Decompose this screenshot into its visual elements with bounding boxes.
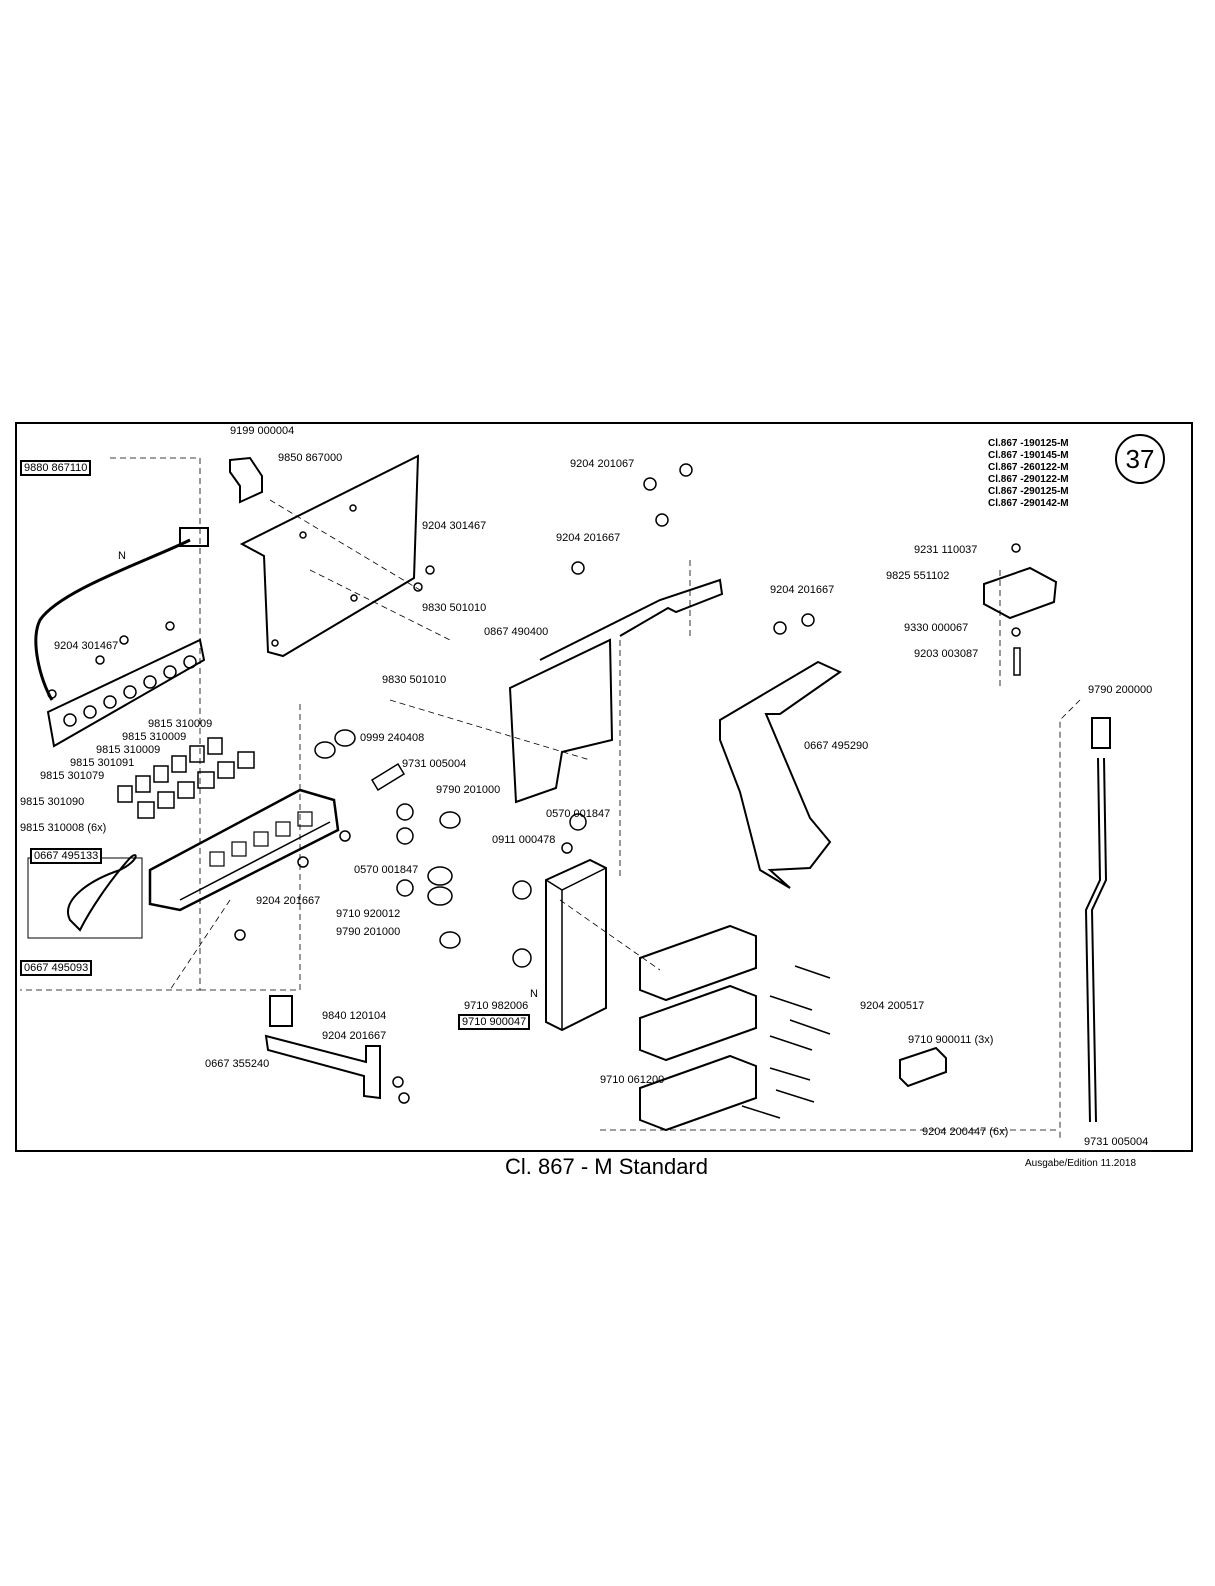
part-label: 9231 110037 xyxy=(914,544,978,556)
part-label: 9710 061200 xyxy=(600,1074,665,1086)
main-bracket xyxy=(508,578,724,804)
part-label: 0911 000478 xyxy=(492,834,556,846)
part-label: 9330 000067 xyxy=(904,622,969,634)
page-number-badge: 37 xyxy=(1115,434,1165,484)
control-panel-plate xyxy=(239,454,420,658)
part-label: 0867 490400 xyxy=(484,626,549,638)
variant-item: Cl.867 -290125-M xyxy=(988,486,1069,497)
variant-item: Cl.867 -290142-M xyxy=(988,498,1069,509)
variant-item: Cl.867 -260122-M xyxy=(988,462,1069,473)
part-label: 0570 001847 xyxy=(546,808,611,820)
part-label: 9790 201000 xyxy=(436,784,501,796)
variant-item: Cl.867 -190125-M xyxy=(988,438,1069,449)
part-label: 9830 501010 xyxy=(422,602,487,614)
holder-part xyxy=(229,456,263,504)
power-connector xyxy=(983,566,1058,620)
part-label: 0570 001847 xyxy=(354,864,419,876)
part-label: 9204 200517 xyxy=(860,1000,925,1012)
long-screws xyxy=(741,965,831,1119)
part-label: 9204 201667 xyxy=(256,895,321,907)
part-label: 9204 200447 (6x) xyxy=(922,1126,1009,1138)
panel-housing xyxy=(148,788,340,912)
part-label: 9204 301467 xyxy=(54,640,119,652)
part-label: 9203 003087 xyxy=(914,648,979,660)
part-label: N xyxy=(530,988,538,1000)
screws xyxy=(47,565,435,941)
part-label: 9815 310009 xyxy=(122,731,187,743)
part-label: 9815 310009 xyxy=(96,744,161,756)
variant-list: Cl.867 -190125-M Cl.867 -190145-M Cl.867… xyxy=(988,438,1069,510)
part-label: 9790 200000 xyxy=(1088,684,1153,696)
part-label: 9731 005004 xyxy=(1084,1136,1149,1148)
part-label: 9815 310009 xyxy=(148,718,213,730)
part-label: 0999 240408 xyxy=(360,732,425,744)
pcb-components xyxy=(63,655,197,727)
variant-item: Cl.867 -190145-M xyxy=(988,450,1069,461)
cable-n xyxy=(34,538,191,701)
part-label: 9840 120104 xyxy=(322,1010,387,1022)
fittings xyxy=(314,729,587,968)
pcb-strip xyxy=(46,638,206,748)
part-label: 0667 355240 xyxy=(205,1058,270,1070)
part-label: 9815 301090 xyxy=(20,796,85,808)
foot-bracket xyxy=(719,660,843,889)
part-label: 9199 000004 xyxy=(230,425,295,437)
drawing-frame xyxy=(15,422,1193,1152)
sensor-bracket xyxy=(264,1034,381,1100)
part-label: 9815 301091 xyxy=(70,757,135,769)
part-label: 9204 201667 xyxy=(322,1030,387,1042)
part-label: 9204 201667 xyxy=(556,532,621,544)
part-label: 9710 982006 xyxy=(464,1000,529,1012)
part-label: 9850 867000 xyxy=(278,452,343,464)
variant-item: Cl.867 -290122-M xyxy=(988,474,1069,485)
part-label: 9731 005004 xyxy=(402,758,467,770)
part-label: N xyxy=(118,550,126,562)
part-label: 9710 900011 (3x) xyxy=(908,1034,994,1046)
valve-block xyxy=(545,858,607,1032)
part-label-boxed: 0667 495133 xyxy=(30,848,103,864)
part-label-boxed: 9710 900047 xyxy=(458,1014,531,1030)
small-holder xyxy=(899,1046,947,1088)
part-label: 9710 920012 xyxy=(336,908,401,920)
part-label-boxed: 9880 867110 xyxy=(20,460,92,476)
part-label: 9204 201667 xyxy=(770,584,835,596)
part-label-boxed: 0667 495093 xyxy=(20,960,93,976)
part-label: 9790 201000 xyxy=(336,926,401,938)
part-label: 0667 495290 xyxy=(804,740,869,752)
edition-label: Ausgabe/Edition 11.2018 xyxy=(1025,1158,1137,1169)
tool-clip xyxy=(67,854,137,932)
key-caps xyxy=(117,737,255,819)
part-label: 9815 301079 xyxy=(40,770,105,782)
part-label: 9825 551102 xyxy=(886,570,950,582)
top-screws xyxy=(571,463,815,635)
foot-blocks xyxy=(639,924,757,1132)
part-label: 9815 310008 (6x) xyxy=(20,822,107,834)
part-label: 9830 501010 xyxy=(382,674,447,686)
part-label: 9204 301467 xyxy=(422,520,487,532)
page-title: Cl. 867 - M Standard xyxy=(505,1154,708,1179)
part-label: 9204 201067 xyxy=(570,458,635,470)
rod xyxy=(1084,757,1108,1123)
